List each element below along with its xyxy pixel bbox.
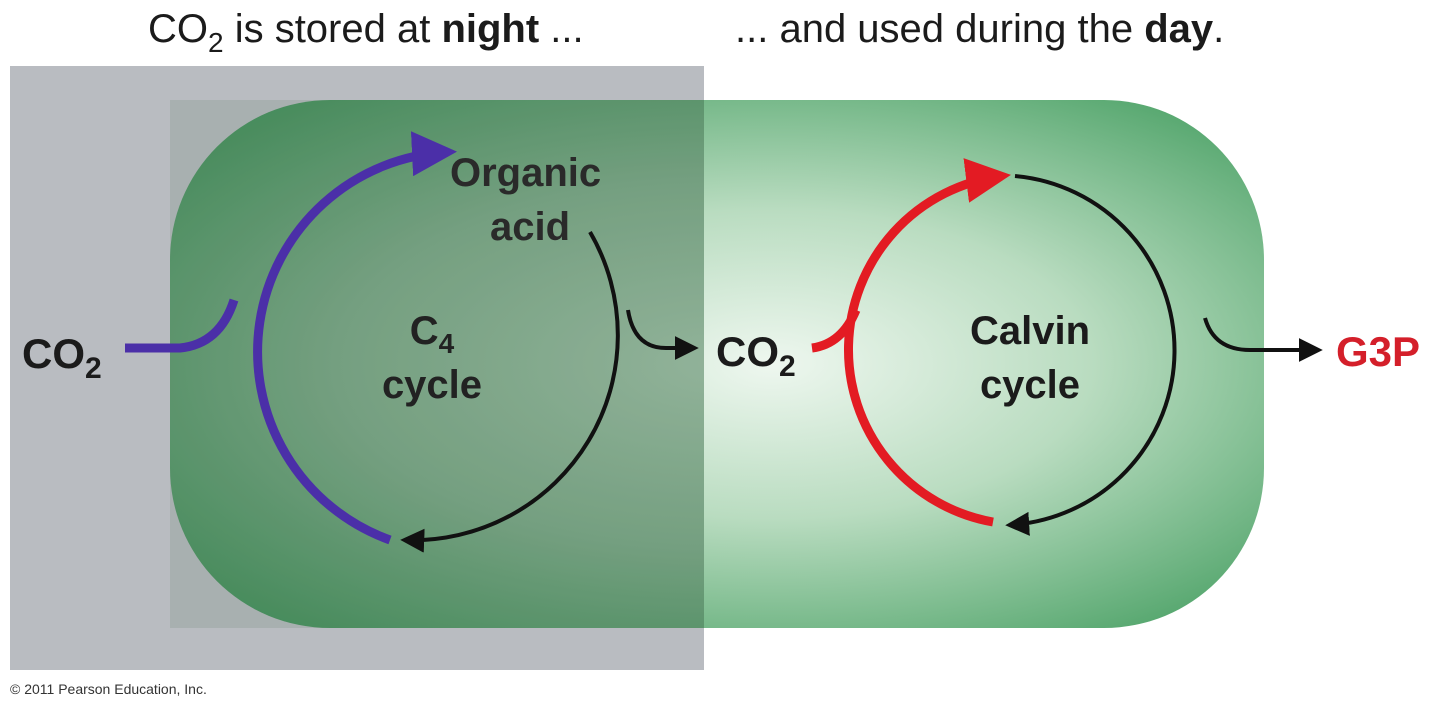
footer-copyright: © 2011 Pearson Education, Inc. bbox=[10, 681, 207, 697]
c4-black-arc bbox=[400, 230, 620, 553]
c4-purple-arc bbox=[253, 131, 457, 545]
header-day-bold: day bbox=[1144, 7, 1214, 51]
c4-output-branch bbox=[626, 309, 699, 360]
label-organic-acid-2: acid bbox=[490, 205, 570, 249]
label-co2-middle: CO2 bbox=[716, 328, 796, 383]
cell-body-night bbox=[170, 100, 704, 628]
header-night-text: is stored at bbox=[224, 7, 442, 51]
header-night-bold: night bbox=[441, 7, 539, 51]
header-night-co2: CO bbox=[148, 7, 208, 51]
header-night-co2-sub: 2 bbox=[208, 27, 224, 58]
header-day: ... and used during the day. bbox=[735, 7, 1224, 51]
label-c4: C4 bbox=[410, 309, 455, 359]
calvin-red-arc bbox=[844, 158, 1011, 527]
label-co2-input: CO2 bbox=[22, 330, 102, 385]
label-calvin: Calvin bbox=[970, 309, 1090, 353]
header-day-ellipsis: ... bbox=[735, 7, 779, 51]
header-day-text: and used during the bbox=[779, 7, 1144, 51]
label-g3p: G3P bbox=[1336, 328, 1420, 375]
calvin-black-arc bbox=[1005, 174, 1177, 536]
c4-purple-input bbox=[125, 298, 239, 353]
header-day-period: . bbox=[1213, 7, 1224, 51]
header-night-ellipsis: ... bbox=[539, 7, 583, 51]
calvin-output-branch bbox=[1203, 317, 1323, 362]
label-c4-cycle: cycle bbox=[382, 363, 482, 407]
calvin-red-input bbox=[811, 308, 861, 353]
label-organic-acid-1: Organic bbox=[450, 151, 601, 195]
header-night: CO2 is stored at night ... bbox=[148, 7, 584, 58]
label-calvin-cycle: cycle bbox=[980, 363, 1080, 407]
cell-body-day bbox=[704, 100, 1264, 628]
